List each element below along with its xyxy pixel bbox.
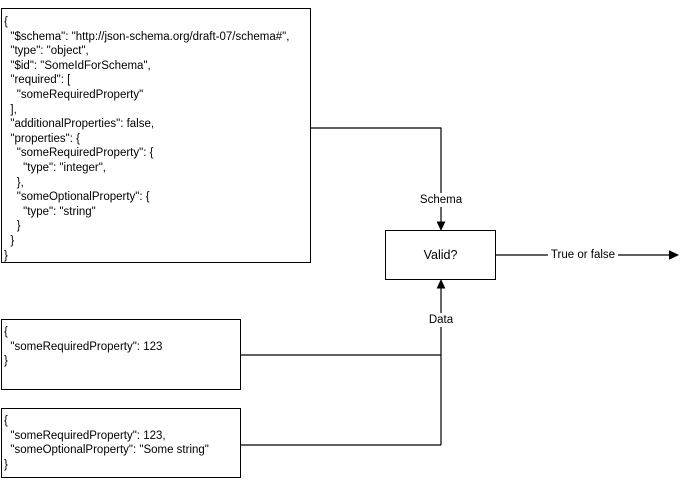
data-instance-box-1: { "someRequiredProperty": 123 } xyxy=(1,319,241,390)
code-line: } xyxy=(4,458,8,471)
code-line: "type": "object", xyxy=(4,45,89,58)
code-line: } xyxy=(4,249,8,262)
code-line: } xyxy=(4,234,15,247)
schema-document-box: { "$schema": "http://json-schema.org/dra… xyxy=(1,8,311,263)
code-line: "someRequiredProperty" xyxy=(4,88,144,101)
code-line: "someRequiredProperty": 123, xyxy=(4,429,166,442)
code-line: "$schema": "http://json-schema.org/draft… xyxy=(4,30,290,43)
edge-label-data: Data xyxy=(425,313,457,327)
schema-code-block: { "$schema": "http://json-schema.org/dra… xyxy=(2,9,310,263)
validator-label: Valid? xyxy=(423,248,458,262)
code-line: "type": "integer", xyxy=(4,161,106,174)
edge-label-result: True or false xyxy=(547,248,619,262)
code-line: { xyxy=(4,16,8,28)
code-line: "someRequiredProperty": { xyxy=(4,147,154,160)
code-line: } xyxy=(4,220,21,233)
code-line: "someOptionalProperty": { xyxy=(4,191,150,204)
code-line: ], xyxy=(4,103,17,116)
edge-label-schema: Schema xyxy=(416,193,466,207)
code-line: "required": [ xyxy=(4,74,71,87)
data-code-block-2: { "someRequiredProperty": 123, "someOpti… xyxy=(2,409,240,472)
arrowhead-data xyxy=(436,279,446,289)
code-line: "someRequiredProperty": 123 xyxy=(4,340,163,353)
validator-box: Valid? xyxy=(385,230,496,280)
code-line: } xyxy=(4,355,8,368)
data-code-block-1: { "someRequiredProperty": 123 } xyxy=(2,320,240,369)
code-line: "someOptionalProperty": "Some string" xyxy=(4,444,209,457)
edge-schema-to-validator xyxy=(311,127,442,224)
arrowhead-result xyxy=(669,250,679,260)
code-line: "type": "string" xyxy=(4,205,96,218)
code-line: }, xyxy=(4,176,24,189)
data-instance-box-2: { "someRequiredProperty": 123, "someOpti… xyxy=(1,408,241,478)
code-line: "additionalProperties": false, xyxy=(4,118,155,131)
code-line: "properties": { xyxy=(4,132,80,145)
code-line: { xyxy=(4,415,8,427)
code-line: "$id": "SomeIdForSchema", xyxy=(4,59,151,72)
code-line: { xyxy=(4,326,8,338)
